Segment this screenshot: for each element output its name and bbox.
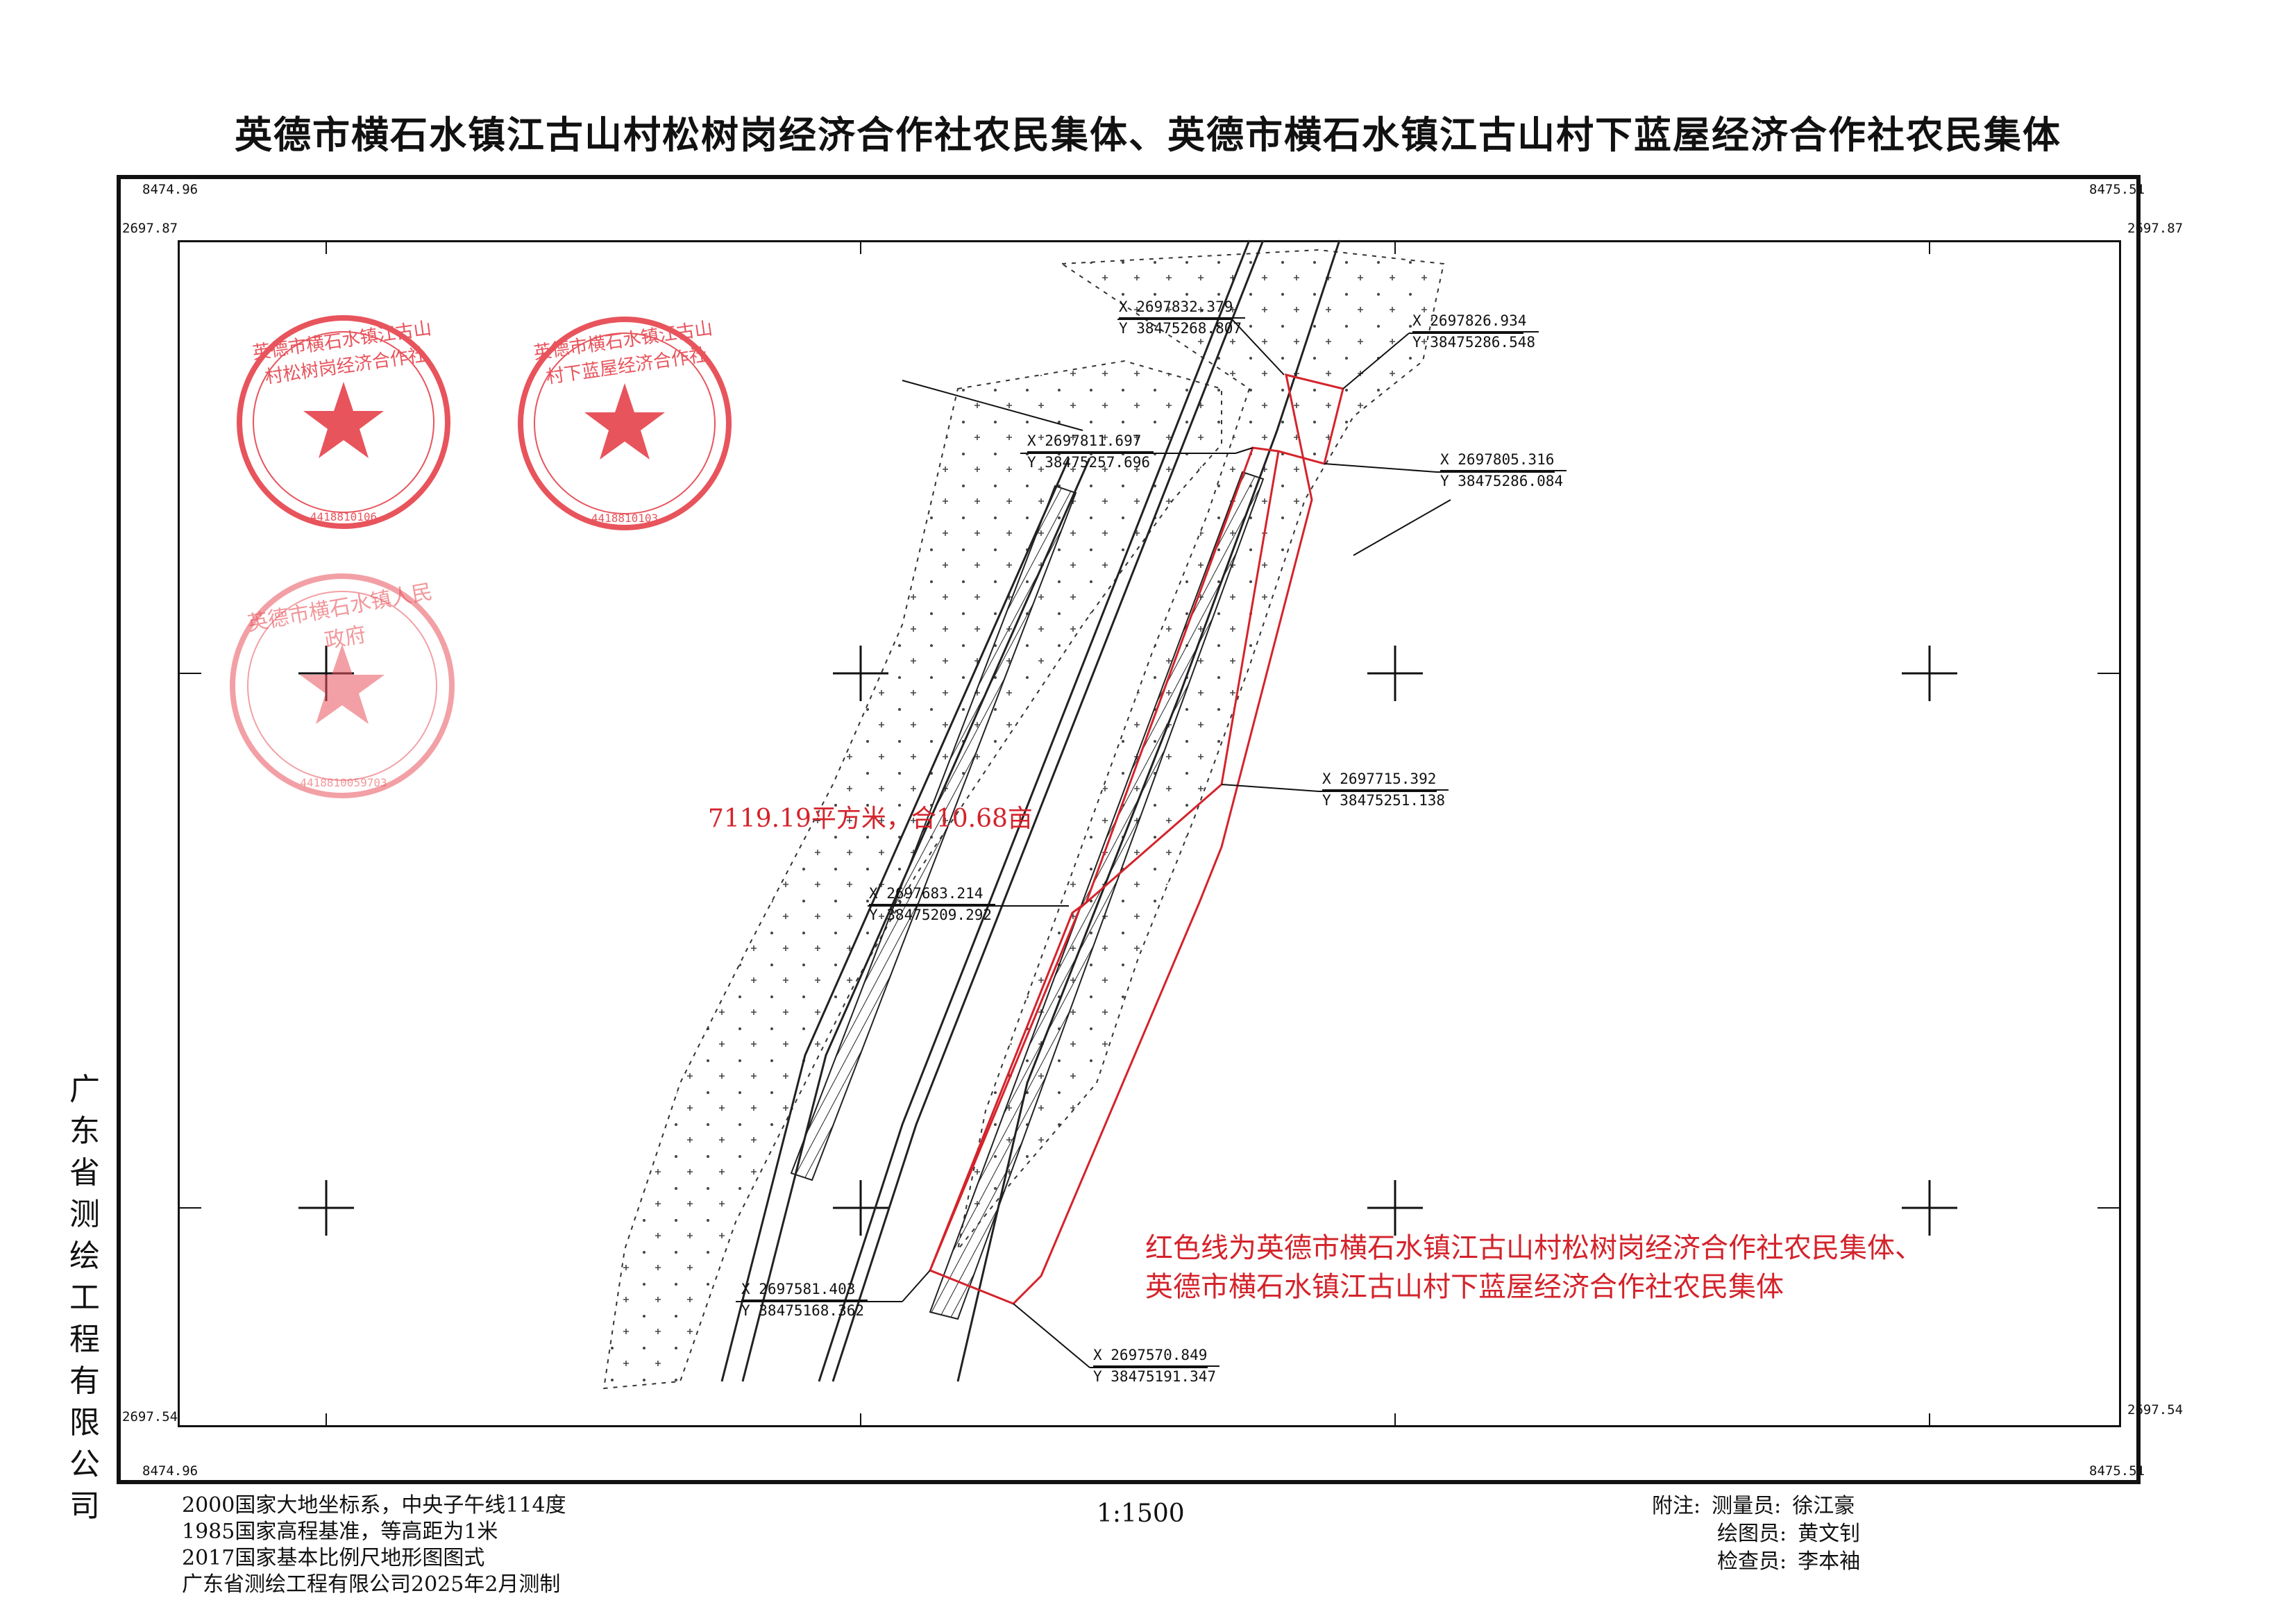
seal-songshugang [237, 315, 450, 529]
legend-line-2: 英德市横石水镇江古山村下蓝屋经济合作社农民集体 [1145, 1271, 1784, 1303]
coord-point-7-x: X 2697581.403 [741, 1279, 868, 1301]
coord-point-8-y: Y 38475191.347 [1093, 1368, 1217, 1385]
coord-point-1-x: X 2697832.379 [1119, 297, 1246, 319]
coord-point-1-y: Y 38475268.807 [1119, 320, 1242, 337]
coord-point-3: X 2697811.697 Y 38475257.696 [1027, 431, 1154, 473]
coord-point-2-y: Y 38475286.548 [1412, 334, 1536, 351]
side-char: 省 [69, 1155, 100, 1191]
corner-label-br-bottom: 8475.51 [2089, 1463, 2145, 1479]
outer-frame [117, 175, 2141, 1484]
corner-label-bl-left: 2697.54 [122, 1409, 178, 1424]
side-char: 广 [69, 1072, 100, 1107]
leader-lines [736, 319, 1555, 1368]
side-char: 限 [69, 1405, 100, 1440]
coord-point-4: X 2697805.316 Y 38475286.084 [1440, 450, 1567, 491]
corner-label-tr-top: 8475.51 [2089, 182, 2145, 197]
seal-songshugang-number: 4418810106 [310, 510, 378, 523]
side-char: 绘 [69, 1238, 100, 1274]
side-char: 公 [69, 1447, 100, 1482]
drafter-name: 黄文钊 [1798, 1522, 1861, 1546]
corner-label-bl-bottom: 8474.96 [142, 1463, 199, 1479]
corner-label-tl-left: 2697.87 [122, 221, 178, 236]
coord-point-5: X 2697715.392 Y 38475251.138 [1322, 769, 1449, 811]
coord-point-6-x: X 2697683.214 [869, 884, 996, 905]
seal-xialanwu [518, 317, 732, 530]
notes-label: 附注: [1652, 1494, 1701, 1518]
coord-point-4-y: Y 38475286.084 [1440, 473, 1564, 489]
footer-line-2: 1985国家高程基准，等高距为1米 [182, 1520, 498, 1544]
notes-block: 附注: 测量员: 徐江豪 绘图员: 黄文钊 检查员: 李本袖 [1652, 1492, 1860, 1576]
side-char: 程 [69, 1322, 100, 1357]
checker-name: 李本袖 [1798, 1549, 1861, 1574]
drafter-role: 绘图员: [1717, 1522, 1787, 1546]
seal-government [230, 573, 455, 798]
coord-point-5-x: X 2697715.392 [1322, 769, 1449, 791]
notes-row-3: 检查员: 李本袖 [1652, 1548, 1860, 1576]
map-frame [178, 240, 2121, 1427]
checker-role: 检查员: [1717, 1549, 1787, 1574]
footer-line-1: 2000国家大地坐标系，中央子午线114度 [182, 1493, 566, 1517]
coord-point-7: X 2697581.403 Y 38475168.362 [741, 1279, 868, 1321]
coord-point-7-y: Y 38475168.362 [741, 1302, 865, 1319]
coord-point-5-y: Y 38475251.138 [1322, 792, 1446, 809]
corner-label-tr-right: 2697.87 [2127, 221, 2184, 236]
side-char: 测 [69, 1197, 100, 1232]
side-char: 工 [69, 1280, 100, 1315]
footer-survey-info: 2000国家大地坐标系，中央子午线114度 1985国家高程基准，等高距为1米 … [182, 1492, 566, 1598]
slope-hatching [790, 471, 1265, 1320]
surveyor-role: 测量员: [1712, 1494, 1782, 1518]
frame-ticks [178, 240, 2121, 1427]
seal-xialanwu-number: 4418810103 [591, 512, 659, 525]
legend-line-1: 红色线为英德市横石水镇江古山村松树岗经济合作社农民集体、 [1145, 1232, 1923, 1264]
map-title: 英德市横石水镇江古山村松树岗经济合作社农民集体、英德市横石水镇江古山村下蓝屋经济… [235, 113, 2061, 157]
map-scale: 1:1500 [1097, 1499, 1185, 1528]
seal-government-number: 4418810059703 [300, 776, 387, 789]
coord-point-8: X 2697570.849 Y 38475191.347 [1093, 1345, 1220, 1387]
corner-label-br-right: 2697.54 [2127, 1402, 2184, 1418]
surveyor-company-vertical: 广 东 省 测 绘 工 程 有 限 公 司 [64, 1069, 105, 1527]
side-char: 司 [69, 1488, 100, 1524]
side-char: 东 [69, 1113, 100, 1149]
coord-point-6-y: Y 38475209.292 [869, 907, 993, 923]
coord-point-2: X 2697826.934 Y 38475286.548 [1412, 311, 1539, 353]
grid-crosses [298, 646, 1957, 1236]
coord-point-4-x: X 2697805.316 [1440, 450, 1567, 471]
coord-point-3-x: X 2697811.697 [1027, 431, 1154, 453]
footer-line-4: 广东省测绘工程有限公司2025年2月测制 [182, 1572, 561, 1597]
footer-line-3: 2017国家基本比例尺地形图图式 [182, 1546, 485, 1570]
coord-point-8-x: X 2697570.849 [1093, 1345, 1220, 1367]
area-label: 7119.19平方米，合10.68亩 [708, 805, 1033, 833]
boundary-legend: 红色线为英德市横石水镇江古山村松树岗经济合作社农民集体、 英德市横石水镇江古山村… [1145, 1229, 1923, 1306]
coord-point-6: X 2697683.214 Y 38475209.292 [869, 884, 996, 925]
coord-point-3-y: Y 38475257.696 [1027, 454, 1151, 471]
coord-point-2-x: X 2697826.934 [1412, 311, 1539, 333]
side-char: 有 [69, 1363, 100, 1399]
notes-row-2: 绘图员: 黄文钊 [1652, 1520, 1860, 1548]
notes-row-1: 附注: 测量员: 徐江豪 [1652, 1492, 1860, 1520]
corner-label-tl-top: 8474.96 [142, 182, 199, 197]
surveyor-name: 徐江豪 [1792, 1494, 1855, 1518]
coord-point-1: X 2697832.379 Y 38475268.807 [1119, 297, 1246, 339]
